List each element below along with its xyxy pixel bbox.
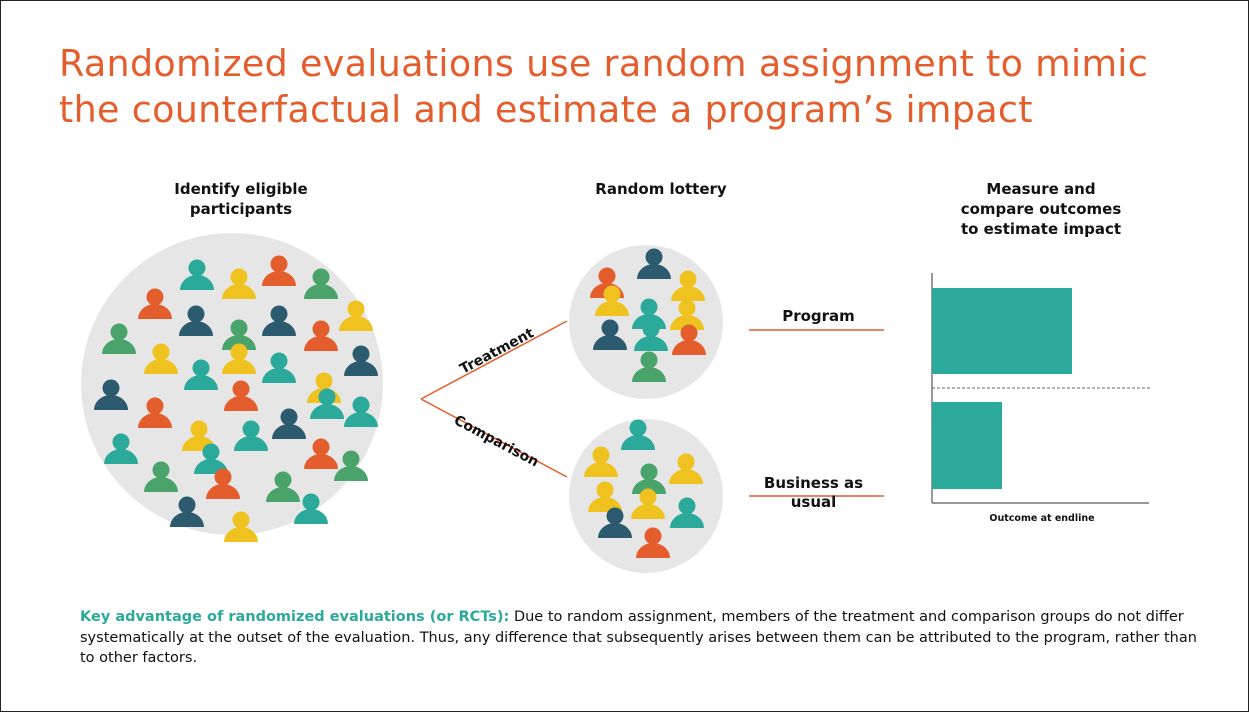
comparison-branch-label: Comparison [451, 412, 541, 470]
step-lottery-label: Random lottery [595, 180, 727, 198]
step-measure-line2: compare outcomes [960, 200, 1122, 218]
slide-title-line2: the counterfactual and estimate a progra… [59, 88, 1033, 131]
slide-title-line1: Randomized evaluations use random assign… [59, 42, 1149, 85]
chart-x-axis-label: Outcome at endline [989, 513, 1095, 524]
comparison-branch-line [420, 398, 568, 478]
business-as-usual-label: Business as usual [746, 474, 881, 512]
key-advantage-text: Due to random assignment, members of the… [80, 609, 1197, 666]
key-advantage-note: Key advantage of randomized evaluations … [80, 607, 1200, 669]
key-advantage-label: Key advantage of randomized evaluations … [80, 609, 510, 625]
step-lottery-heading: Random lottery [561, 179, 761, 199]
step-identify-line1: Identify eligible [174, 180, 308, 198]
chart-bar-business-as-usual [932, 402, 1002, 489]
step-measure-line1: Measure and [986, 180, 1096, 198]
treatment-branch-line [420, 320, 568, 400]
outcome-chart [931, 273, 1151, 504]
treatment-branch-label: Treatment [457, 325, 537, 377]
chart-bar-program [932, 288, 1072, 374]
program-label: Program [782, 307, 855, 325]
step-measure-line3: to estimate impact [960, 220, 1122, 238]
business-as-usual-line2: usual [790, 493, 837, 511]
slide-title: Randomized evaluations use random assign… [59, 41, 1209, 133]
business-as-usual-line1: Business as [763, 474, 864, 492]
step-identify-line2: participants [189, 200, 293, 218]
step-identify-heading: Identify eligible participants [141, 179, 341, 219]
step-measure-heading: Measure and compare outcomes to estimate… [931, 179, 1151, 239]
